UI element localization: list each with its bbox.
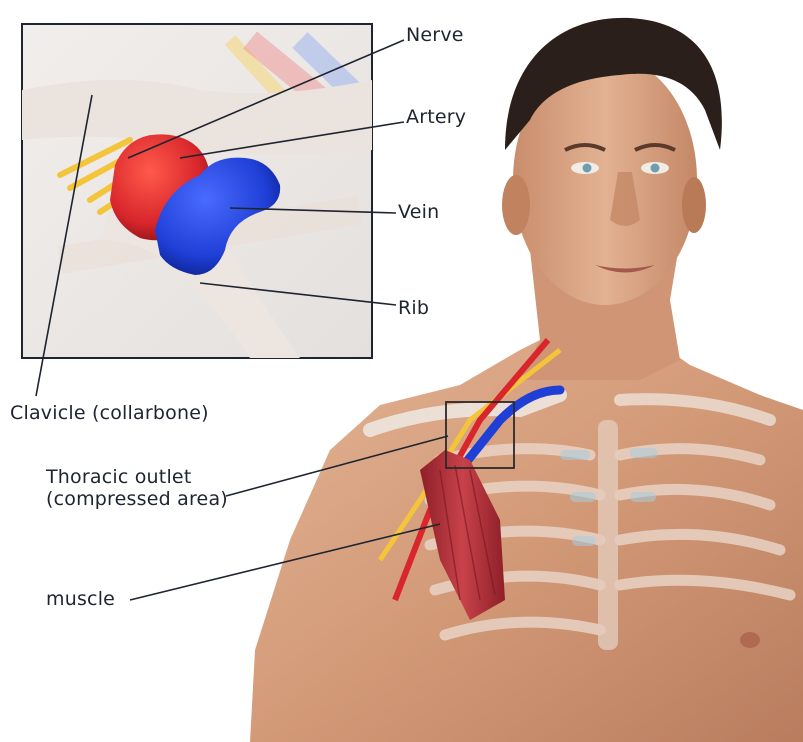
label-thoracic-outlet: Thoracic outlet (compressed area) — [46, 466, 228, 510]
iris-right — [651, 164, 660, 173]
sternum — [598, 420, 618, 650]
label-artery: Artery — [406, 106, 466, 128]
ear-right — [682, 177, 706, 233]
label-rib: Rib — [398, 297, 429, 319]
label-thoracic-line1: Thoracic outlet — [46, 466, 228, 488]
nipple — [740, 632, 760, 648]
label-clavicle: Clavicle (collarbone) — [10, 402, 209, 424]
label-vein: Vein — [398, 201, 439, 223]
iris-left — [583, 164, 592, 173]
label-nerve: Nerve — [406, 24, 464, 46]
label-thoracic-line2: (compressed area) — [46, 488, 228, 510]
label-muscle: muscle — [46, 588, 115, 610]
ear-left — [502, 175, 530, 235]
